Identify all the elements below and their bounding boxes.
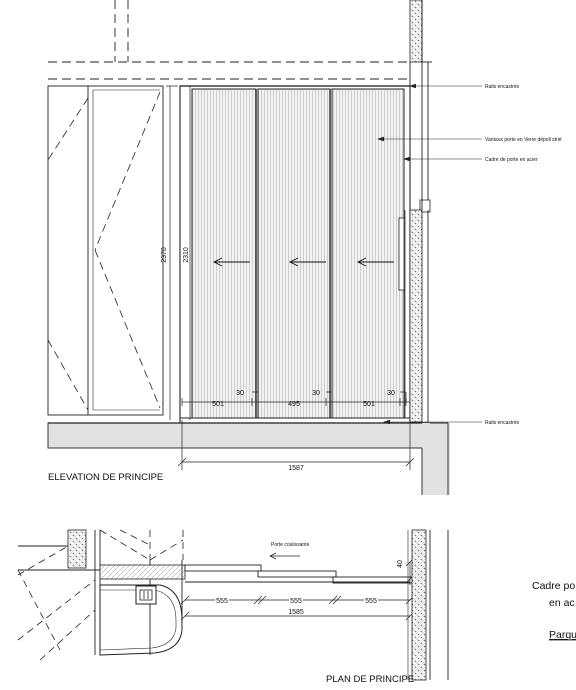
plan-leaf-2 (257, 570, 337, 578)
plan-leaf-1 (184, 564, 262, 572)
dim-gap-3: 30 (387, 390, 395, 397)
callout-porte-label: Porte coulissante (271, 542, 310, 548)
dimension-height-outer: 2370 (161, 85, 178, 420)
plan-leaf-dimensions: 555 555 555 (180, 595, 415, 607)
callout-cadre: Cadre de porte en acier (485, 157, 538, 163)
floor-slab (47, 420, 450, 495)
callout-rails-top: Rails encastrés (485, 84, 520, 90)
plan-right-wall (407, 529, 449, 681)
dim-leaf-2: 495 (288, 401, 300, 408)
elevation-view: 2370 2310 (47, 0, 562, 495)
dim-total-1587: 1587 (288, 465, 304, 472)
callout-porte: Porte coulissante (269, 542, 310, 560)
plan-dim-leaf-1: 555 (216, 598, 228, 605)
plan-dim-leaf-3: 555 (365, 598, 377, 605)
door-handle (398, 217, 405, 291)
sliding-glass-leaves (191, 88, 405, 419)
plan-title: PLAN DE PRINCIPE (326, 674, 414, 685)
dim-label-2370: 2370 (161, 247, 168, 263)
side-note-line-3: Parqu (549, 629, 576, 641)
plan-total-dimension: 1585 (180, 609, 415, 621)
side-notes: Cadre po en ac Parqu (532, 580, 576, 641)
plan-dim-total: 1585 (288, 609, 304, 616)
left-fixed-panel (47, 85, 164, 416)
plan-dim-40: 40 (397, 560, 404, 568)
glass-leaf-2 (257, 88, 331, 419)
elevation-title: ELEVATION DE PRINCIPE (48, 472, 163, 483)
plan-view: Porte coulissante 555 555 555 1585 (17, 529, 449, 685)
dim-label-2310: 2310 (183, 247, 190, 263)
callout-leaders (377, 83, 482, 425)
glass-leaf-1 (191, 88, 257, 419)
ceiling-dashed-lines (48, 0, 410, 80)
plan-dim-leaf-2: 555 (290, 598, 302, 605)
right-wall-top (409, 0, 432, 213)
slide-direction-arrows (212, 257, 394, 267)
callout-rails-bottom: Rails encastrés (485, 420, 520, 426)
leaf-dimensions: 30 30 30 501 495 501 (181, 390, 410, 408)
dimension-total-width: 1587 (177, 457, 415, 472)
callout-vantaux: Vantaux porte en Verre dépoli strié (485, 137, 562, 143)
dim-leaf-1: 501 (212, 401, 224, 408)
dim-leaf-3: 501 (363, 401, 375, 408)
right-wall-lower (404, 209, 429, 423)
dim-gap-1: 30 (236, 390, 244, 397)
side-note-line-2: en ac (549, 597, 575, 609)
plan-left-area (17, 529, 186, 661)
glass-leaf-3 (331, 88, 405, 419)
side-note-line-1: Cadre po (532, 580, 575, 592)
plan-sliding-leaves (181, 560, 414, 620)
dim-gap-2: 30 (312, 390, 320, 397)
